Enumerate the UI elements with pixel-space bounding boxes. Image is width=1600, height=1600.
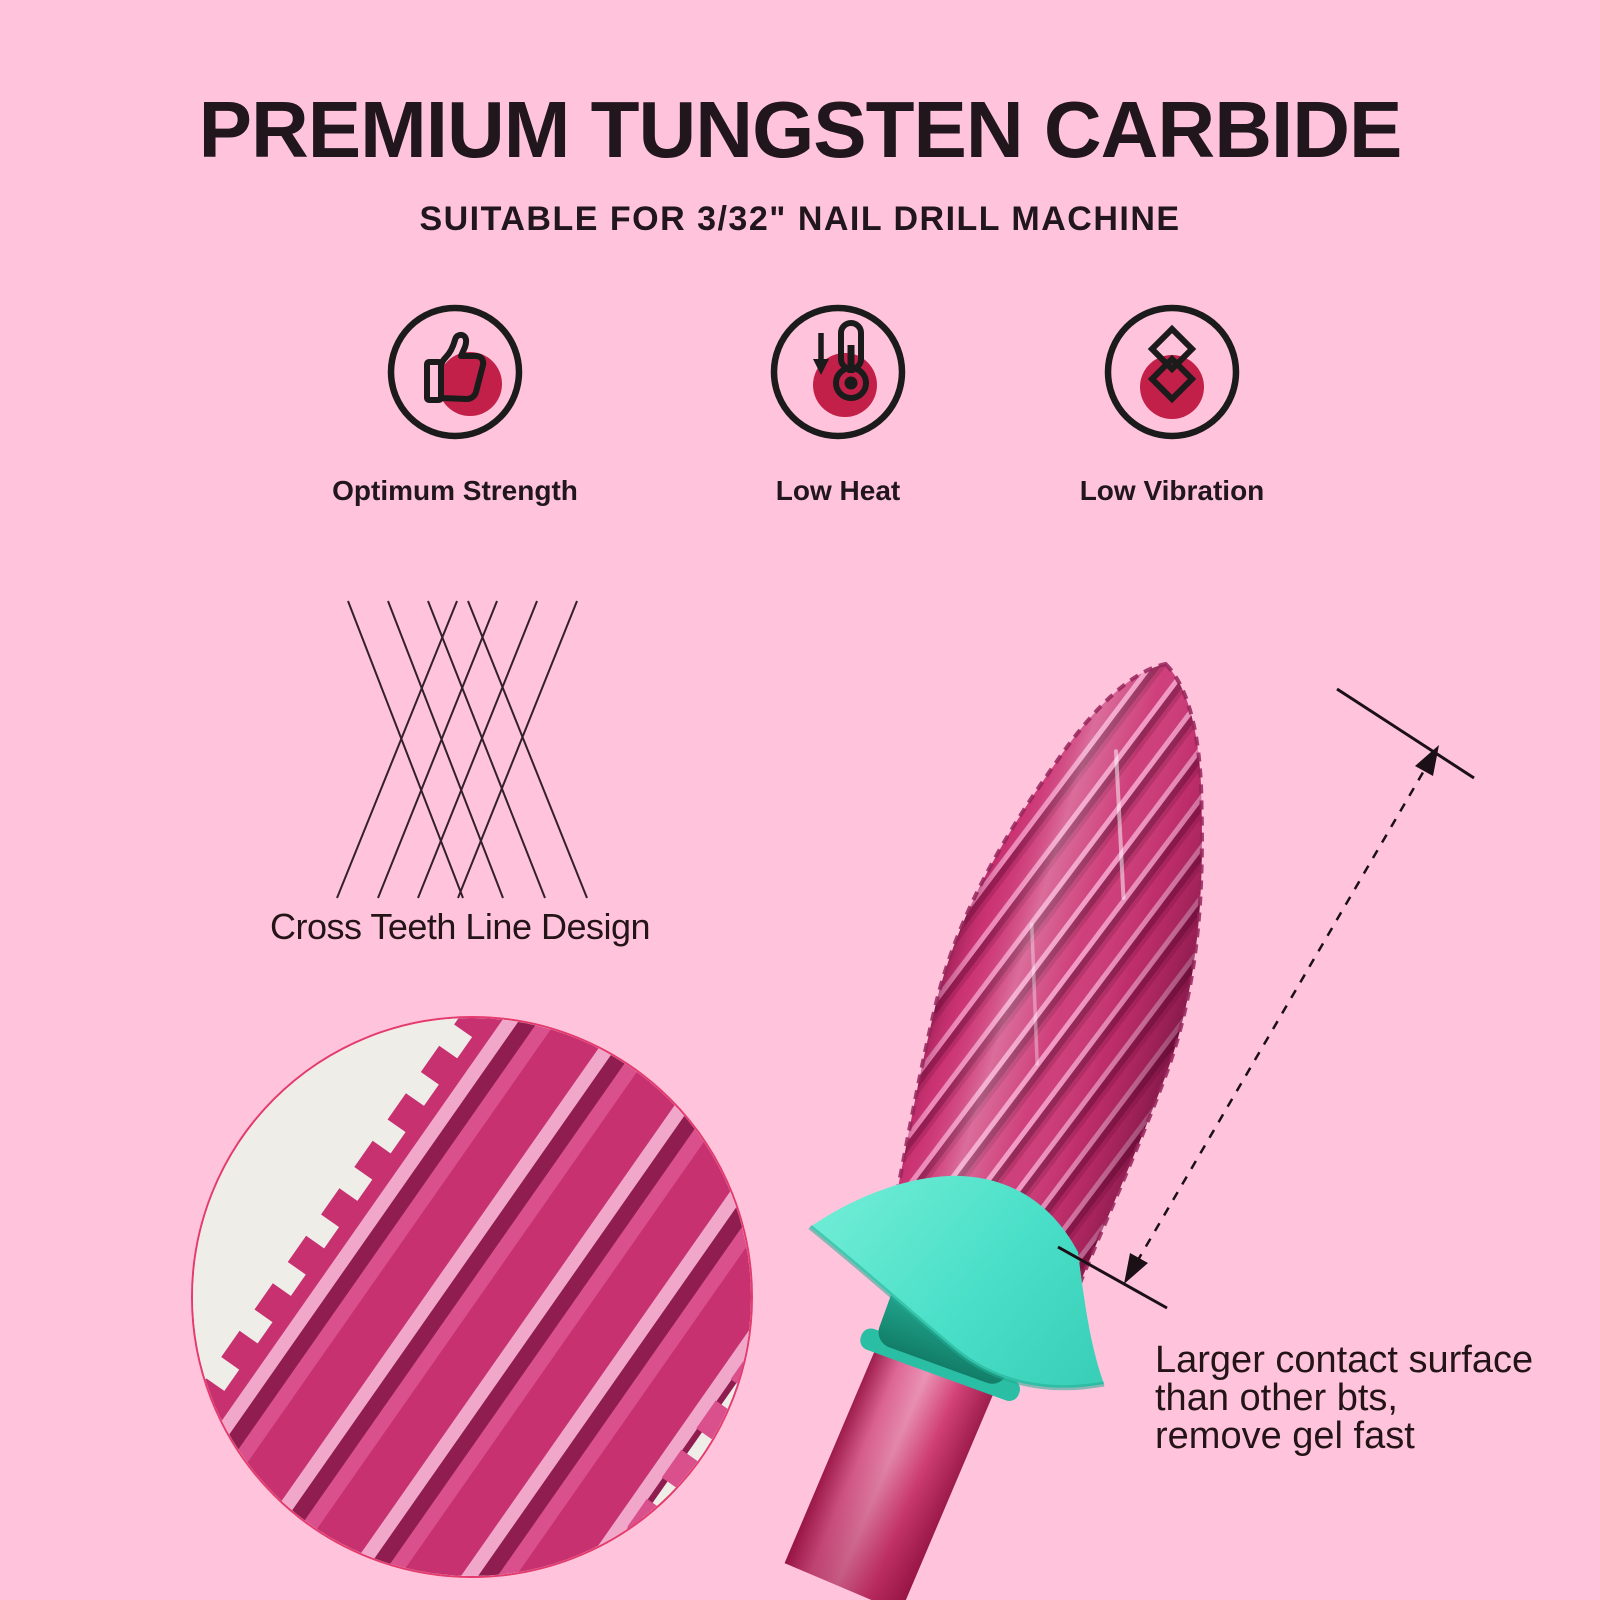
thumbs-up-icon: [387, 304, 523, 440]
thermometer-down-icon: [770, 304, 906, 440]
page-title: PREMIUM TUNGSTEN CARBIDE: [198, 85, 1403, 174]
callout-line: than other bts,: [1155, 1377, 1398, 1419]
feature-low-vibration: Low Vibration: [1042, 287, 1302, 507]
feature-label: Low Vibration: [1079, 475, 1265, 506]
callout-line: Larger contact surface: [1155, 1339, 1534, 1381]
callout-line: remove gel fast: [1155, 1415, 1415, 1457]
drill-bit-illustration: [784, 661, 1475, 1600]
cross-teeth-label: Cross Teeth Line Design: [269, 906, 651, 947]
measurement-arrow: [1057, 687, 1475, 1310]
collar-shade: [808, 1175, 1105, 1391]
feature-optimum-strength: Optimum Strength: [325, 287, 585, 507]
feature-label: Optimum Strength: [332, 475, 578, 506]
closeup-magnifier-circle: [191, 1016, 753, 1578]
feature-low-heat: Low Heat: [708, 287, 968, 507]
page-subtitle: SUITABLE FOR 3/32" NAIL DRILL MACHINE: [419, 200, 1181, 238]
closeup-bit-texture: [193, 1018, 751, 1576]
cross-teeth-lines-sketch: [336, 600, 588, 899]
feature-label: Low Heat: [775, 475, 901, 506]
vibration-diamonds-icon: [1104, 304, 1240, 440]
contact-surface-callout: Larger contact surface than other bts, r…: [1155, 1341, 1575, 1455]
drill-bit-head: [887, 661, 1204, 1287]
